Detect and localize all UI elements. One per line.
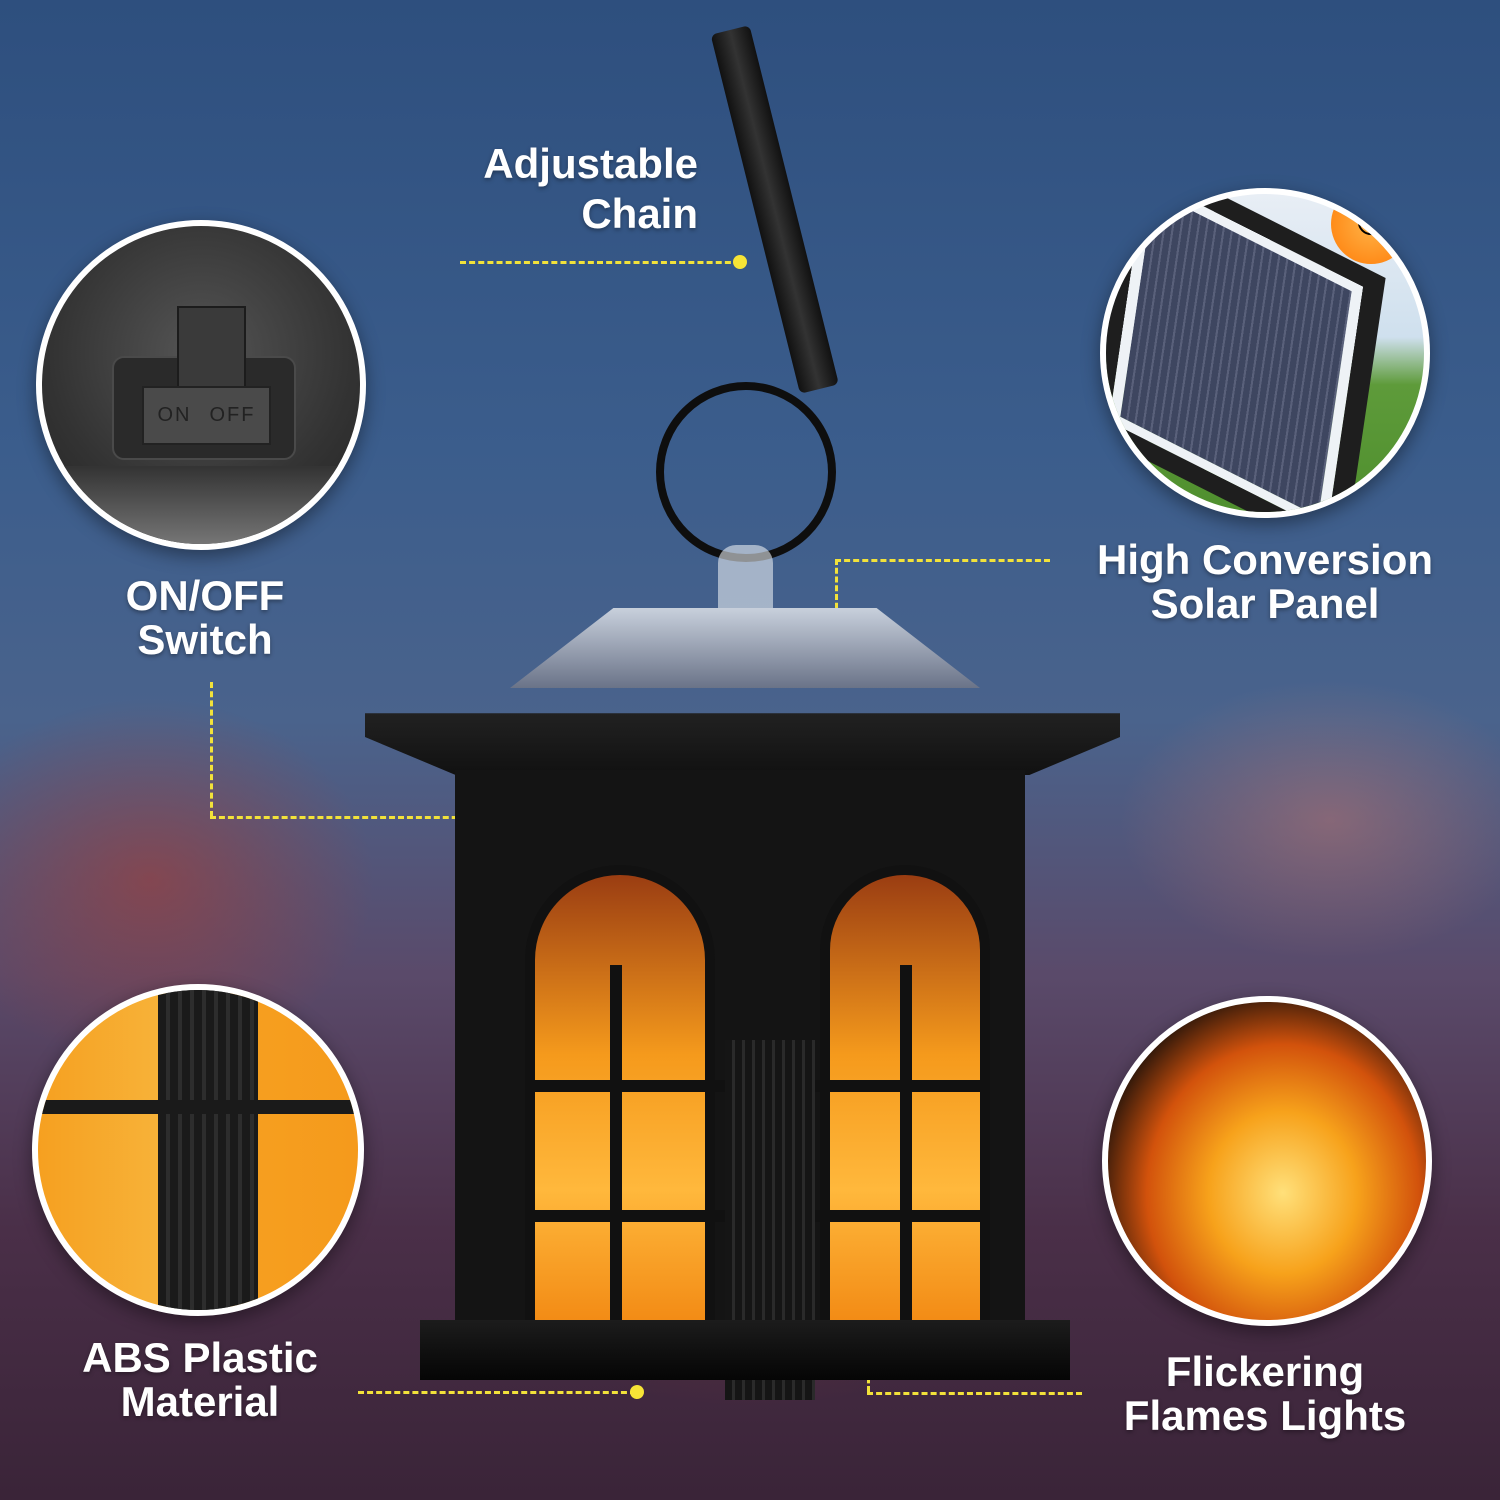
callout-flickering-flames: Flickering Flames Lights	[1090, 1350, 1440, 1438]
callout-line2: Flames Lights	[1123, 1392, 1407, 1439]
callout-line1: Adjustable	[483, 140, 698, 187]
callout-on-off-switch: ON/OFF Switch	[80, 574, 330, 662]
connector-chain	[460, 261, 740, 264]
connector-dot	[630, 1385, 644, 1399]
callout-line2: Material	[120, 1378, 280, 1425]
switch-on-text: ON	[157, 404, 192, 426]
callout-line2: Solar Panel	[1150, 580, 1380, 627]
abs-detail-circle	[32, 984, 364, 1316]
switch-detail-circle: ON OFF	[36, 220, 366, 550]
solar-detail-circle: 😎	[1100, 188, 1430, 518]
connector-dot	[733, 255, 747, 269]
callout-line1: ON/OFF	[125, 572, 285, 619]
connector-solar-horizontal	[835, 559, 1050, 562]
callout-line1: Flickering	[1165, 1348, 1365, 1395]
flame-detail-circle	[1102, 996, 1432, 1326]
callout-line2: Chain	[581, 190, 698, 237]
callout-line1: High Conversion	[1096, 536, 1434, 583]
abs-pillar	[158, 990, 258, 1310]
connector-abs	[358, 1391, 636, 1394]
switch-label-plate: ON OFF	[142, 386, 271, 445]
switch-off-text: OFF	[209, 404, 256, 426]
clip-icon	[710, 25, 839, 394]
callout-abs-plastic: ABS Plastic Material	[50, 1336, 350, 1424]
abs-window-bar	[38, 1100, 358, 1114]
window-grid	[900, 965, 912, 1335]
window-grid	[610, 965, 622, 1335]
lantern-base	[420, 1320, 1070, 1380]
lantern-product-image	[360, 20, 1120, 1400]
connector-switch-vertical	[210, 682, 213, 817]
connector-flames-horizontal	[867, 1392, 1082, 1395]
callout-line1: ABS Plastic	[82, 1334, 318, 1381]
callout-adjustable-chain: Adjustable Chain	[440, 142, 698, 236]
connector-solar-vertical	[835, 559, 838, 635]
connector-switch-horizontal	[210, 816, 592, 819]
solar-panel-image	[1108, 194, 1364, 512]
ring-icon	[656, 382, 836, 562]
callout-line2: Switch	[137, 616, 273, 663]
roof-rim	[365, 713, 1120, 775]
sun-icon: 😎	[1331, 194, 1411, 264]
solar-roof	[510, 608, 980, 688]
switch-base	[42, 466, 360, 544]
callout-solar-panel: High Conversion Solar Panel	[1060, 538, 1470, 626]
switch-slider	[177, 306, 246, 395]
